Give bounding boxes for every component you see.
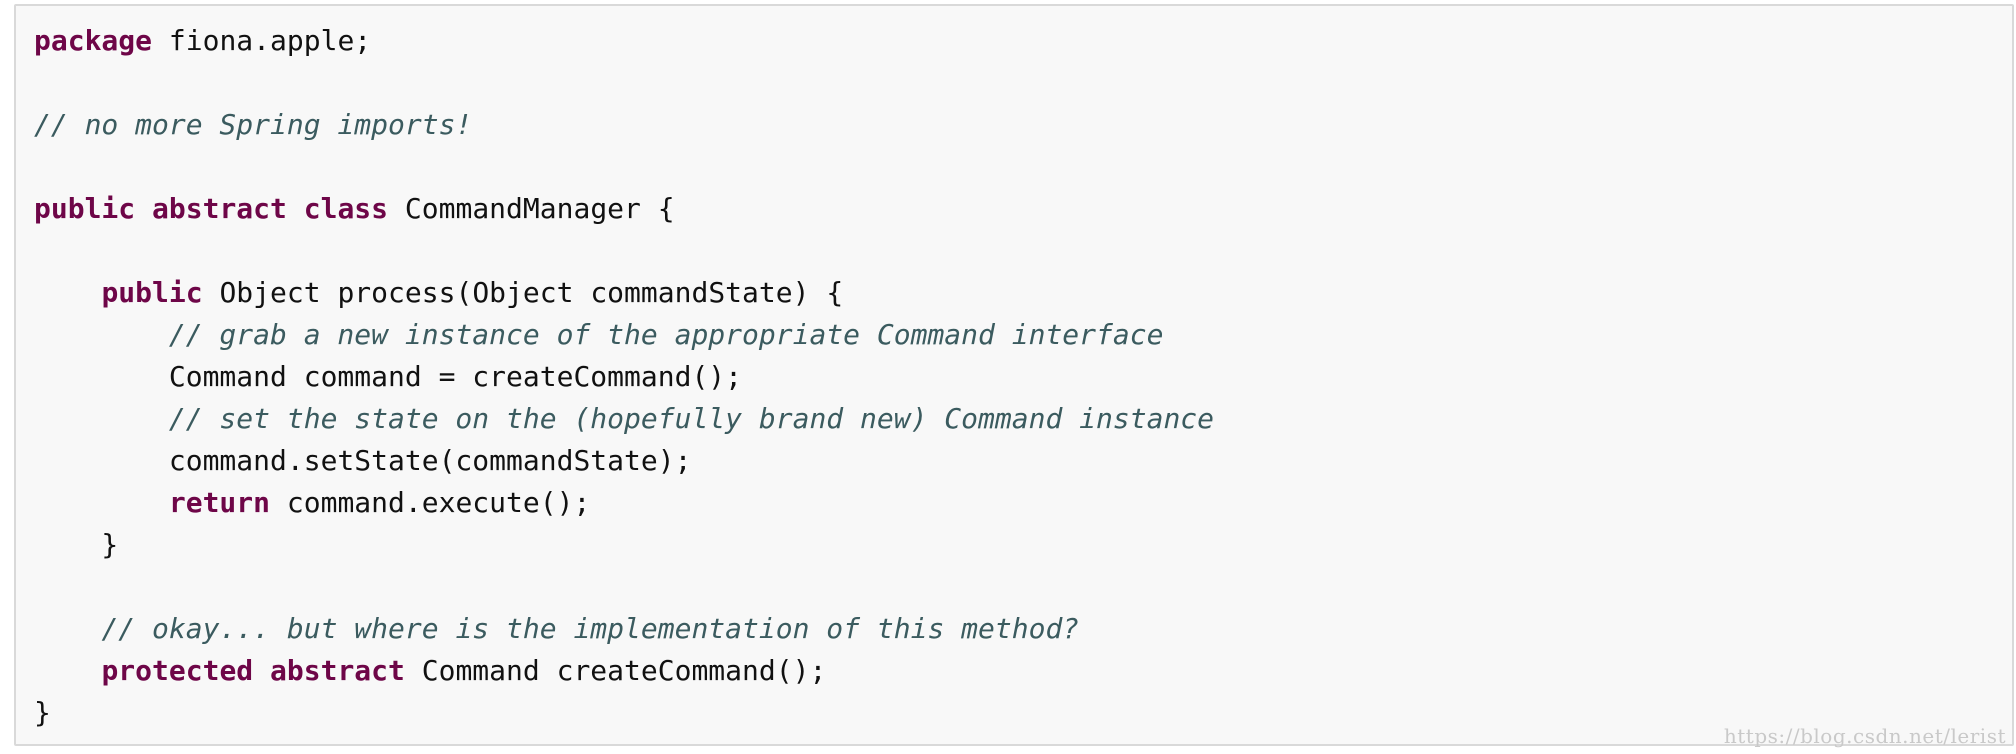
code-text: Object process(Object commandState) { [202,276,844,309]
code-text: } [34,696,51,729]
code-line: package fiona.apple; [34,20,2012,62]
code-text: Command command = createCommand(); [34,360,743,393]
code-keyword: abstract [270,654,405,687]
code-lines: package fiona.apple; // no more Spring im… [34,20,2012,734]
code-line: return command.execute(); [34,482,2012,524]
code-text [135,192,152,225]
watermark-url: https://blog.csdn.net/lerist [1723,724,2006,748]
code-line: protected abstract Command createCommand… [34,650,2012,692]
code-keyword: return [168,486,271,519]
code-text [34,612,101,645]
code-text: } [34,528,119,561]
code-text [34,402,169,435]
code-comment: // okay... but where is the implementati… [101,612,1080,645]
code-line [34,566,2012,608]
code-line: public Object process(Object commandStat… [34,272,2012,314]
code-line [34,230,2012,272]
code-keyword: package [34,24,153,57]
code-line: command.setState(commandState); [34,440,2012,482]
code-block: package fiona.apple; // no more Spring im… [14,4,2014,746]
code-comment: // no more Spring imports! [34,108,473,141]
code-keyword: protected [101,654,254,687]
code-text: command.setState(commandState); [34,444,692,477]
code-line: // no more Spring imports! [34,104,2012,146]
code-text [253,654,270,687]
code-text: Command createCommand(); [404,654,827,687]
code-keyword: public [101,276,203,309]
code-comment: // set the state on the (hopefully brand… [168,402,1215,435]
code-line: Command command = createCommand(); [34,356,2012,398]
code-line: // set the state on the (hopefully brand… [34,398,2012,440]
code-text: fiona.apple; [152,24,372,57]
code-line [34,146,2012,188]
code-line: } [34,524,2012,566]
code-keyword: abstract [152,192,287,225]
code-text [34,276,101,309]
code-line: } [34,692,2012,734]
code-line: // grab a new instance of the appropriat… [34,314,2012,356]
code-text [34,318,169,351]
code-text [34,486,169,519]
code-comment: // grab a new instance of the appropriat… [168,318,1164,351]
code-text: CommandManager { [388,192,675,225]
code-text [34,654,101,687]
code-line: public abstract class CommandManager { [34,188,2012,230]
code-keyword: class [303,192,389,225]
code-text [287,192,304,225]
code-text: command.execute(); [270,486,591,519]
code-line [34,62,2012,104]
code-keyword: public [34,192,136,225]
code-line: // okay... but where is the implementati… [34,608,2012,650]
